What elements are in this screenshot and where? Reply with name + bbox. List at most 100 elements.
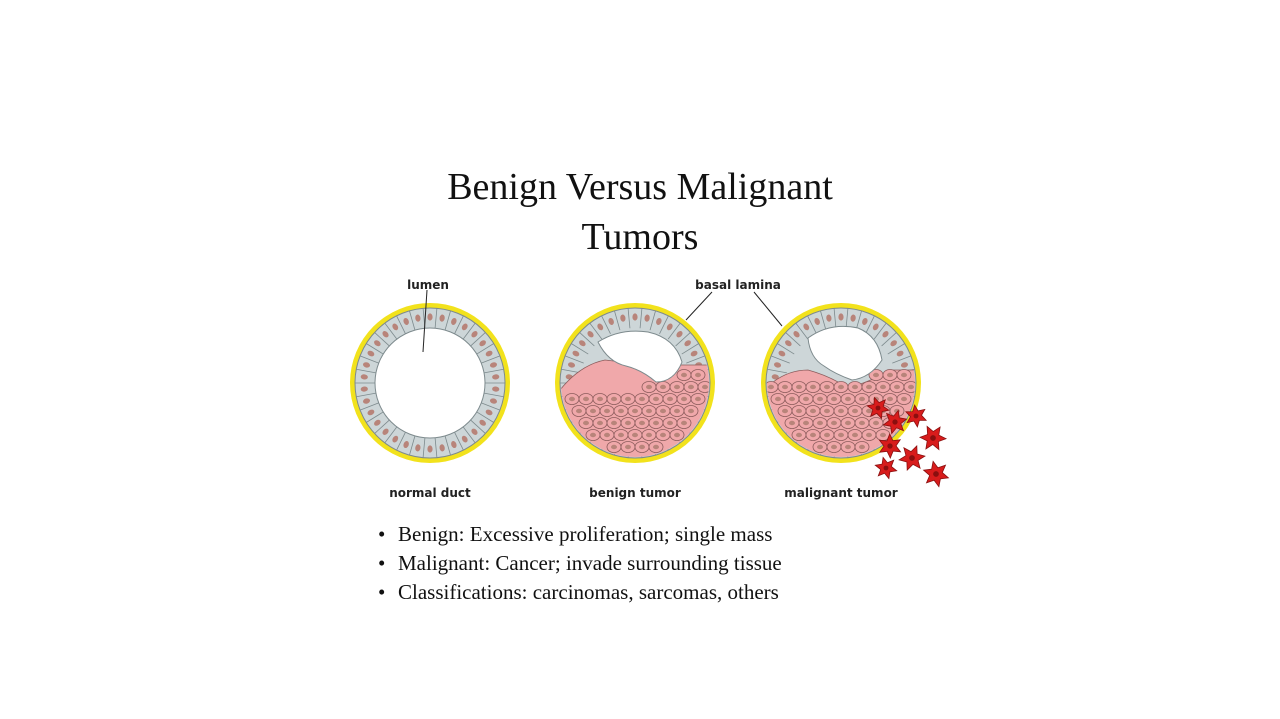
cell-border bbox=[359, 355, 379, 364]
cell-nucleus bbox=[803, 323, 810, 331]
cell-border bbox=[384, 322, 398, 340]
cell-nucleus bbox=[382, 331, 389, 338]
cell-border bbox=[770, 355, 790, 364]
cell-nucleus bbox=[690, 350, 698, 357]
cell-nucleus bbox=[608, 317, 614, 325]
cell-nucleus bbox=[360, 374, 368, 380]
bullet-list: Benign: Excessive proliferation; single … bbox=[378, 520, 938, 607]
cell-nucleus bbox=[850, 314, 856, 322]
tumor-cell-nucleus bbox=[597, 396, 603, 402]
cell-nucleus bbox=[632, 313, 638, 321]
cell-nucleus bbox=[587, 331, 594, 338]
tumor-cell-nucleus bbox=[831, 396, 837, 402]
tumor-cell-nucleus bbox=[653, 420, 659, 426]
cell-border bbox=[434, 437, 438, 458]
cell-nucleus bbox=[360, 386, 368, 392]
tumor-cell-nucleus bbox=[604, 408, 610, 414]
cell-nucleus bbox=[427, 445, 433, 453]
invasive-cell-nucleus bbox=[887, 443, 893, 449]
invasive-cell-nucleus bbox=[883, 465, 889, 471]
cell-border bbox=[359, 402, 379, 411]
cell-nucleus bbox=[771, 374, 779, 380]
cell-border bbox=[409, 435, 416, 456]
cell-border bbox=[855, 310, 862, 331]
tumor-cell-nucleus bbox=[845, 444, 851, 450]
cell-nucleus bbox=[427, 313, 433, 321]
tumor-cell-nucleus bbox=[590, 408, 596, 414]
cell-nucleus bbox=[471, 428, 478, 435]
tumor-cell-nucleus bbox=[618, 408, 624, 414]
tumor-cell-nucleus bbox=[838, 384, 844, 390]
cell-border bbox=[785, 332, 801, 347]
cell-nucleus bbox=[485, 409, 493, 416]
tumor-cell-nucleus bbox=[817, 444, 823, 450]
tumor-cell-nucleus bbox=[632, 408, 638, 414]
cell-border bbox=[356, 368, 377, 374]
tumor-cell-nucleus bbox=[695, 372, 701, 378]
tumor-cell-nucleus bbox=[639, 444, 645, 450]
cell-nucleus bbox=[793, 331, 800, 338]
normal-duct-figure bbox=[350, 303, 510, 463]
cell-nucleus bbox=[415, 444, 421, 452]
tumor-diagram: lumen basal lamina normal duct benign tu… bbox=[330, 270, 970, 510]
cell-nucleus bbox=[666, 323, 673, 331]
cell-nucleus bbox=[471, 331, 478, 338]
tumor-cell-nucleus bbox=[810, 408, 816, 414]
tumor-cell-nucleus bbox=[859, 396, 865, 402]
tumor-cell-nucleus bbox=[817, 396, 823, 402]
normal-duct-lumen bbox=[374, 327, 486, 439]
cell-nucleus bbox=[374, 340, 381, 347]
cell-border bbox=[639, 308, 643, 329]
benign-tumor-label: benign tumor bbox=[589, 486, 681, 500]
tumor-cell-nucleus bbox=[880, 432, 886, 438]
tumor-cell-nucleus bbox=[880, 384, 886, 390]
tumor-cell-nucleus bbox=[789, 396, 795, 402]
slide-title-line-1: Benign Versus Malignant bbox=[447, 166, 833, 208]
tumor-cell-nucleus bbox=[887, 372, 893, 378]
tumor-cell-nucleus bbox=[831, 444, 837, 450]
tumor-cell-nucleus bbox=[901, 372, 907, 378]
cell-nucleus bbox=[862, 317, 868, 325]
cell-border bbox=[476, 343, 494, 355]
tumor-cell-nucleus bbox=[887, 396, 893, 402]
slide-title-line-2: Tumors bbox=[581, 216, 699, 258]
tumor-cell-nucleus bbox=[796, 408, 802, 414]
cell-border bbox=[409, 310, 416, 331]
invasive-cell-nucleus bbox=[892, 419, 898, 425]
tumor-cell-nucleus bbox=[831, 420, 837, 426]
cell-border bbox=[470, 332, 486, 347]
invasive-cell-nucleus bbox=[933, 471, 939, 477]
cell-nucleus bbox=[773, 362, 782, 368]
cell-border bbox=[767, 368, 788, 374]
cell-border bbox=[396, 315, 406, 334]
cell-border bbox=[807, 315, 817, 334]
tumor-cell-nucleus bbox=[695, 396, 701, 402]
cell-border bbox=[384, 426, 398, 444]
cell-nucleus bbox=[882, 331, 889, 338]
basal-lamina-label: basal lamina bbox=[695, 278, 781, 292]
tumor-cell-nucleus bbox=[681, 372, 687, 378]
cell-border bbox=[366, 343, 384, 355]
cell-border bbox=[481, 355, 501, 364]
tumor-cell-nucleus bbox=[667, 396, 673, 402]
cell-nucleus bbox=[362, 362, 371, 368]
tumor-cell-nucleus bbox=[681, 396, 687, 402]
cell-border bbox=[589, 322, 603, 340]
cell-nucleus bbox=[485, 350, 493, 357]
cell-nucleus bbox=[644, 314, 650, 322]
cell-border bbox=[845, 308, 849, 329]
tumor-cell-nucleus bbox=[803, 420, 809, 426]
cell-border bbox=[483, 392, 504, 398]
cell-border bbox=[892, 355, 912, 364]
cell-nucleus bbox=[382, 428, 389, 435]
invasive-cancer-cells bbox=[866, 396, 950, 488]
cell-border bbox=[579, 332, 595, 347]
cell-border bbox=[614, 310, 621, 331]
tumor-cell-nucleus bbox=[632, 432, 638, 438]
tumor-cell-nucleus bbox=[894, 384, 900, 390]
cell-border bbox=[833, 308, 837, 329]
tumor-cell-nucleus bbox=[824, 408, 830, 414]
tumor-cell-nucleus bbox=[866, 432, 872, 438]
tumor-cell-nucleus bbox=[618, 432, 624, 438]
tumor-cell-nucleus bbox=[688, 408, 694, 414]
